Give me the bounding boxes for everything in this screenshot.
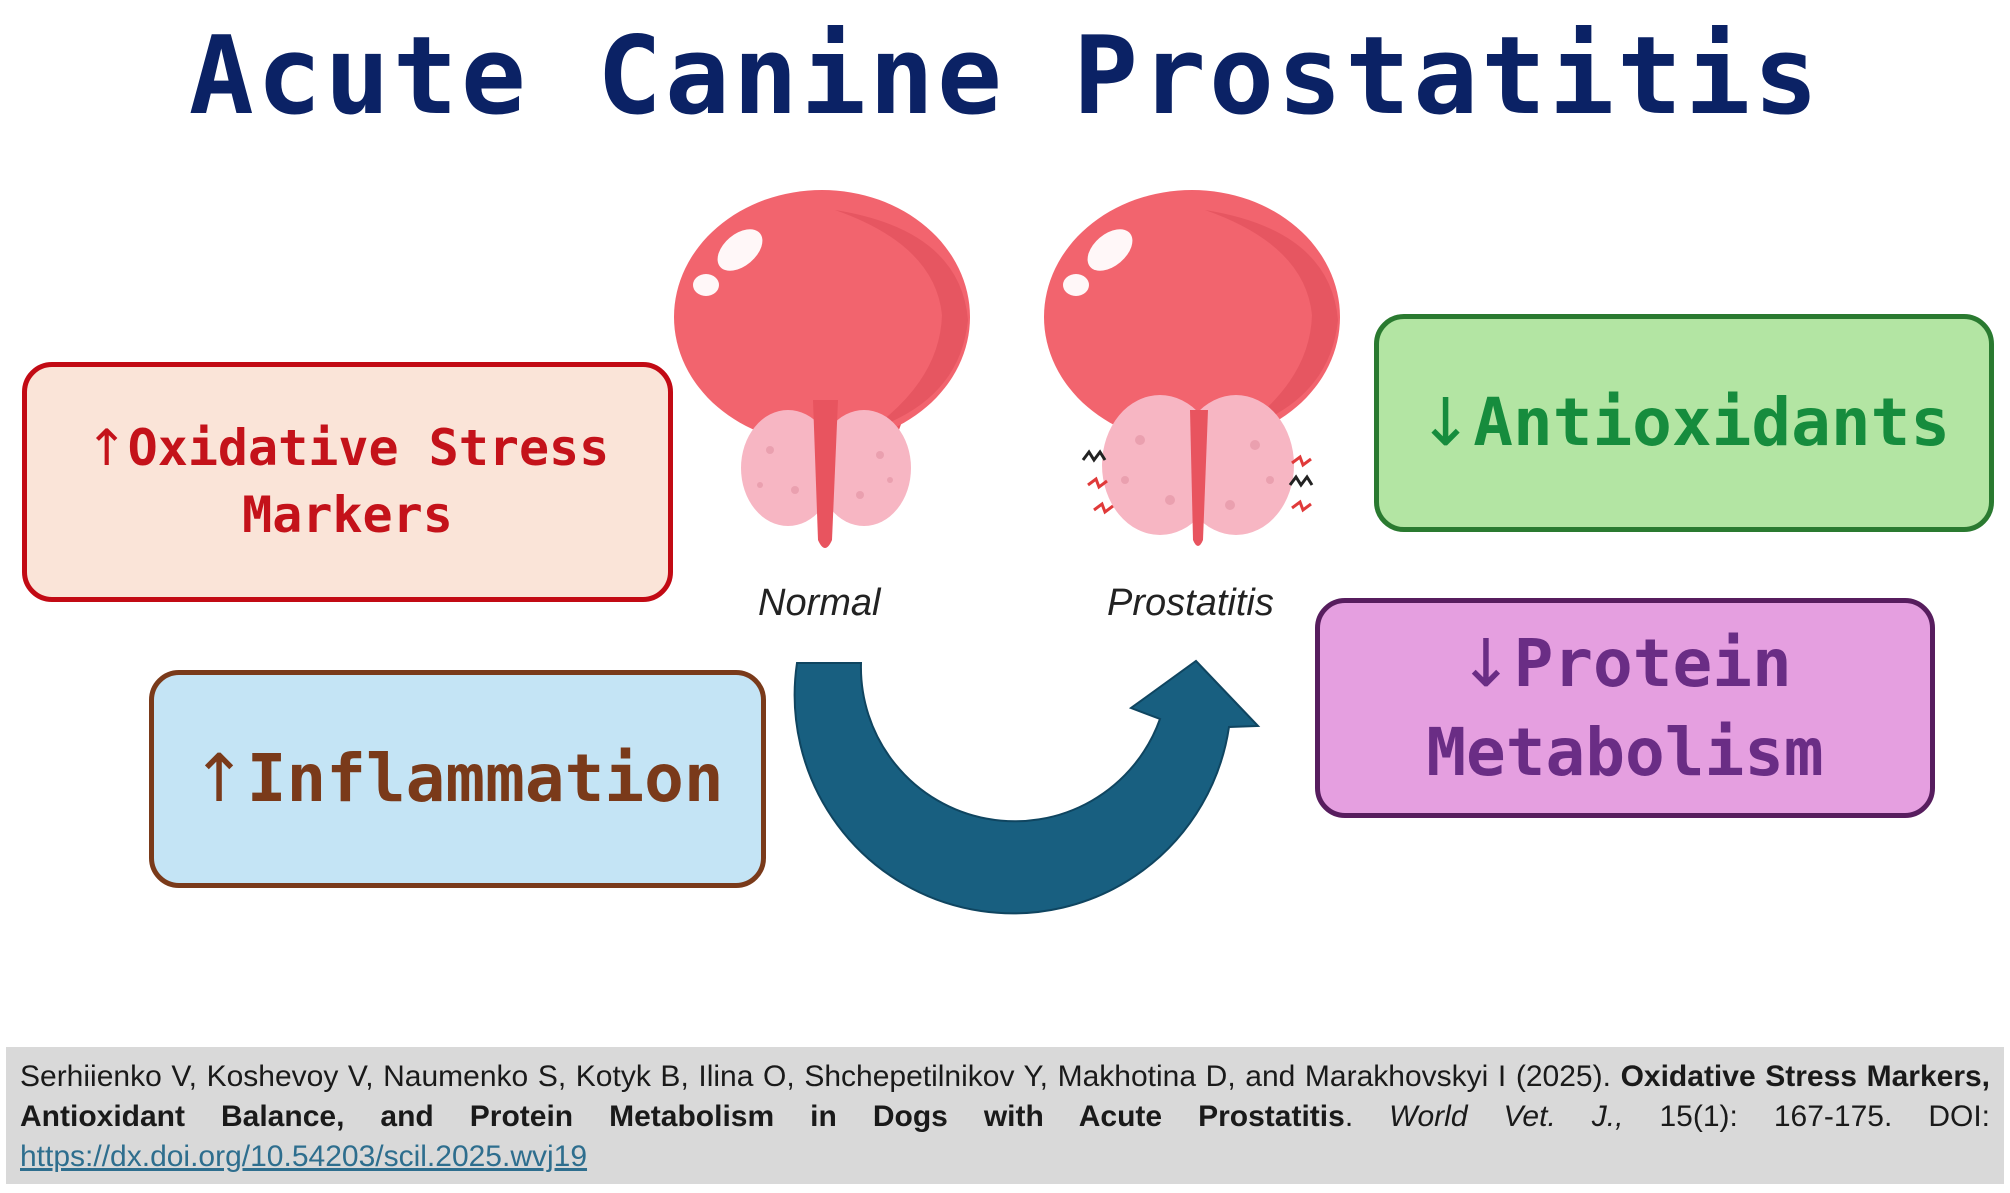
up-arrow-icon: ↑ [85, 418, 128, 477]
box-line-1: Inflammation [246, 740, 724, 818]
box-line-1: Oxidative Stress [127, 418, 610, 477]
down-arrow-icon: ↓ [1458, 624, 1514, 702]
box-line-2: Metabolism [1426, 714, 1824, 791]
doi-label: DOI: [1928, 1100, 1990, 1133]
box-line-1: Protein [1513, 624, 1792, 702]
down-arrow-icon: ↓ [1417, 384, 1474, 462]
normal-label: Normal [758, 582, 881, 624]
inflammation-box: ↑Inflammation [149, 670, 766, 888]
prostatitis-illustration [1044, 190, 1340, 546]
diagram-title: Acute Canine Prostatitis [188, 14, 1822, 139]
box-line-2: Markers [242, 486, 453, 544]
protein-metabolism-box: ↓Protein Metabolism [1315, 598, 1935, 818]
antioxidants-box: ↓Antioxidants [1374, 314, 1994, 532]
doi-link[interactable]: https://dx.doi.org/10.54203/scil.2025.wv… [20, 1140, 588, 1173]
curved-arrow [793, 659, 1261, 915]
up-arrow-icon: ↑ [191, 740, 247, 818]
prostatitis-label: Prostatitis [1107, 582, 1274, 624]
citation-volume-pages: 15(1): 167-175. [1659, 1100, 1893, 1133]
citation-authors: Serhiienko V, Koshevoy V, Naumenko S, Ko… [20, 1060, 1611, 1093]
normal-prostate-illustration [674, 190, 970, 548]
citation-block: Serhiienko V, Koshevoy V, Naumenko S, Ko… [6, 1047, 2004, 1184]
oxidative-stress-box: ↑Oxidative Stress Markers [22, 362, 673, 602]
citation-article-title: Oxidative Stress Markers, Antioxidant Ba… [20, 1060, 1991, 1133]
citation-journal: World Vet. J., [1389, 1100, 1624, 1133]
box-line-1: Antioxidants [1473, 384, 1951, 462]
